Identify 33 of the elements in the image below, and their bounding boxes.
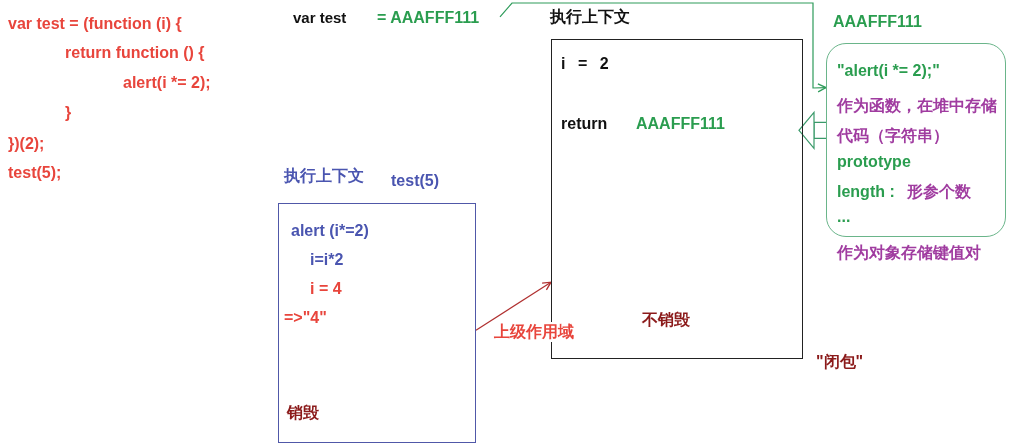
code-line: return function () { <box>65 43 205 63</box>
arrow <box>499 2 827 93</box>
code-text: i=i*2 <box>310 250 344 270</box>
code-text: length : <box>837 182 895 202</box>
code-line: var test = (function (i) { <box>8 14 182 34</box>
code-line: alert(i *= 2); <box>123 73 211 93</box>
result-text: =>"4" <box>284 308 327 328</box>
block-arrow <box>798 111 827 149</box>
code-text: i = 4 <box>310 279 342 299</box>
address-text: AAAFFF111 <box>636 114 725 134</box>
variable-name: var test <box>293 8 347 28</box>
code-text: return <box>561 114 608 134</box>
edge-label: 上级作用域 <box>492 322 576 342</box>
call-text: test(5) <box>391 171 439 191</box>
ellipsis-text: ... <box>837 207 851 227</box>
code-line: } <box>65 103 72 123</box>
box-heading: AAAFFF111 <box>833 12 922 32</box>
closure-label: "闭包" <box>816 352 864 372</box>
code-text: i = 2 <box>561 54 609 74</box>
note-text: 不销毁 <box>642 310 690 330</box>
code-text: prototype <box>837 152 911 172</box>
description-text: 形参个数 <box>907 182 971 202</box>
box-heading: 执行上下文 <box>284 166 364 186</box>
code-line: })(2); <box>8 134 45 154</box>
code-text: alert (i*=2) <box>291 221 369 241</box>
box-heading: 执行上下文 <box>550 7 630 27</box>
note-text: 销毁 <box>287 403 319 423</box>
code-text: "alert(i *= 2);" <box>837 61 940 81</box>
caption-text: 作为对象存储键值对 <box>837 243 981 263</box>
description-text: 作为函数，在堆中存储代码（字符串） <box>837 96 998 146</box>
arrow <box>475 281 552 331</box>
code-line: test(5); <box>8 163 62 183</box>
address-text: = AAAFFF111 <box>377 8 480 28</box>
